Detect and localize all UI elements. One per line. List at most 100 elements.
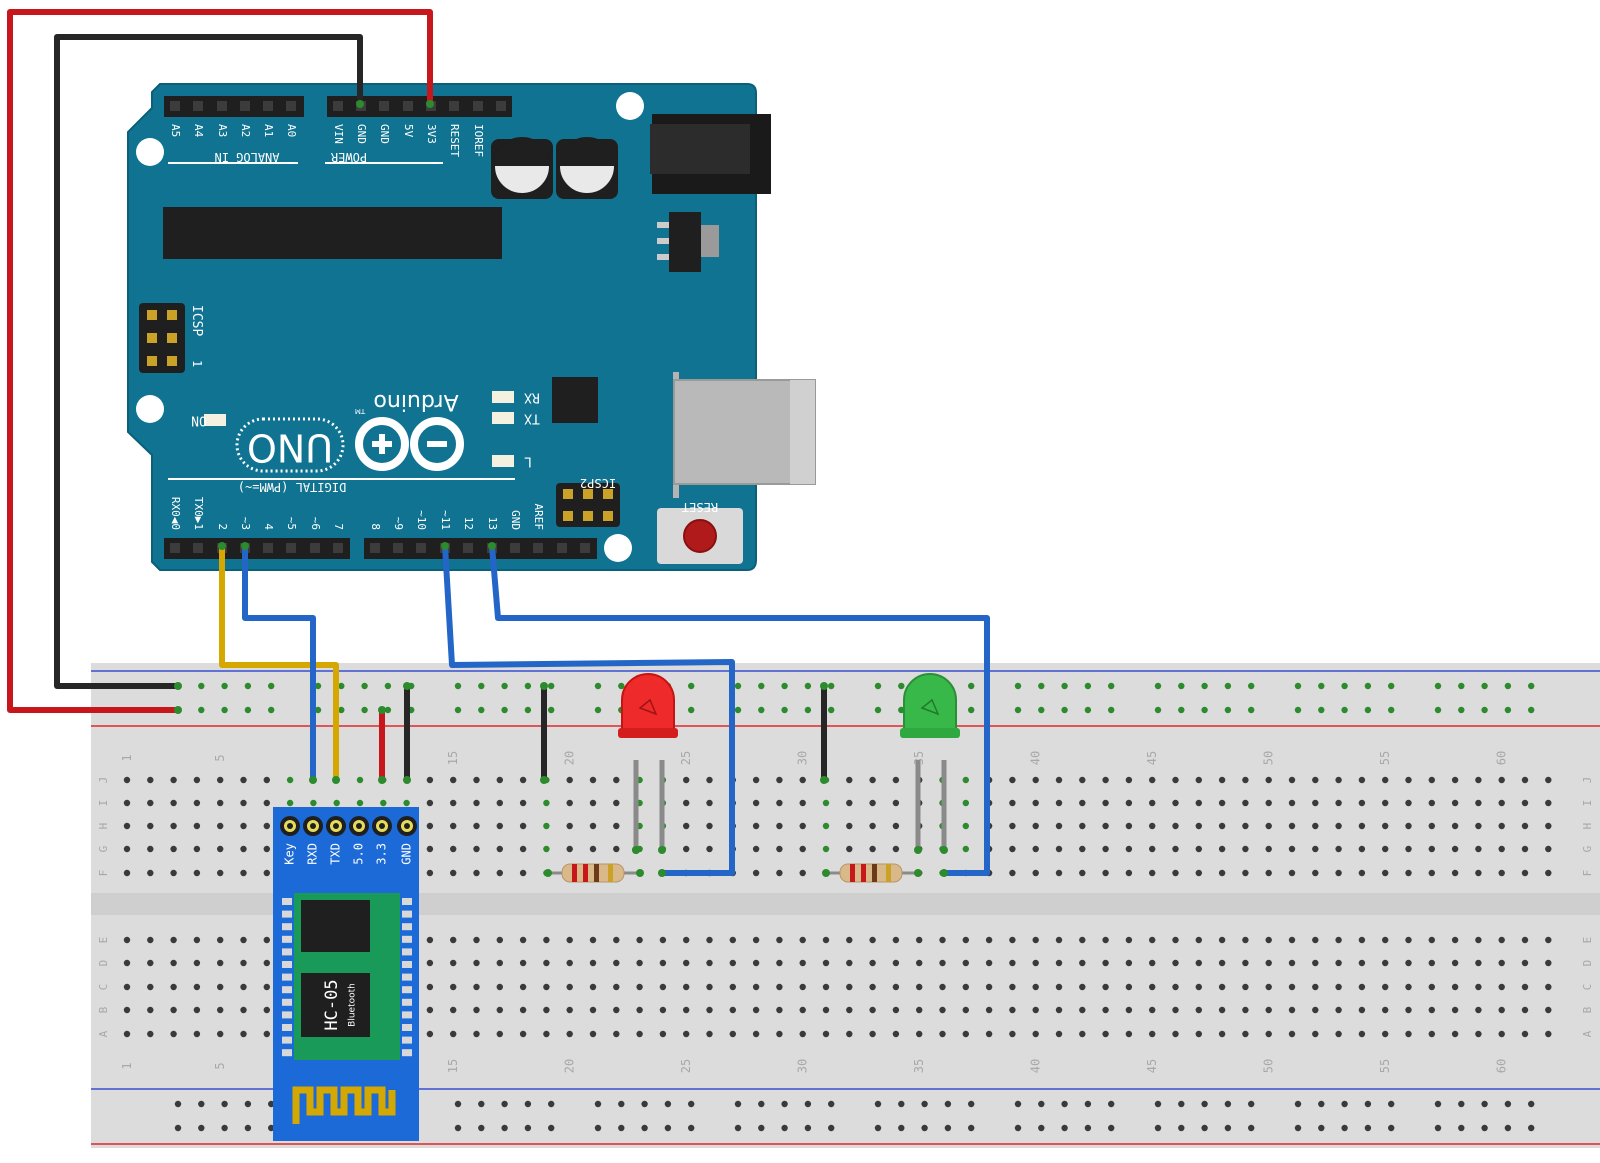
breadboard-hole <box>1172 776 1179 784</box>
breadboard-hole <box>1055 822 1063 830</box>
breadboard-hole <box>1102 936 1109 944</box>
regulator-tab <box>701 225 719 257</box>
breadboard-hole <box>1312 822 1319 830</box>
rail-hole <box>1108 1124 1115 1132</box>
wire-endpoint <box>426 100 434 108</box>
breadboard-hole <box>1382 822 1389 830</box>
breadboard-hole <box>263 959 270 967</box>
module-chip <box>301 900 370 952</box>
header-pin <box>310 543 320 553</box>
breadboard-hole <box>589 983 597 991</box>
breadboard-hole <box>566 822 573 830</box>
row-letter: I <box>1581 800 1594 807</box>
breadboard-hole <box>659 936 667 944</box>
wire-endpoint <box>820 682 828 690</box>
icsp-pin <box>167 333 177 343</box>
breadboard-hole <box>1265 799 1272 807</box>
row-letter: A <box>97 1030 110 1037</box>
breadboard-hole <box>869 983 876 991</box>
rail-hole <box>758 682 765 690</box>
row-letter: F <box>97 870 110 877</box>
rail-hole <box>1504 1124 1512 1132</box>
breadboard-hole <box>1265 936 1272 944</box>
rail-hole <box>898 1124 905 1132</box>
voltage-regulator <box>669 212 701 272</box>
breadboard-hole <box>636 959 643 967</box>
breadboard-hole <box>1312 983 1319 991</box>
breadboard-hole <box>217 1006 224 1014</box>
header-pin <box>403 101 413 111</box>
breadboard-hole <box>123 959 131 967</box>
breadboard-hole <box>846 776 853 784</box>
module-pad <box>402 1024 412 1031</box>
rail-hole <box>1178 682 1185 690</box>
breadboard-hole <box>1335 983 1342 991</box>
header-pin <box>496 101 506 111</box>
breadboard-hole <box>846 799 853 807</box>
breadboard-hole <box>1428 845 1436 853</box>
breadboard-hole <box>962 1030 969 1038</box>
rail-hole <box>874 682 882 690</box>
breadboard-hole <box>566 959 573 967</box>
breadboard-hole <box>1312 845 1319 853</box>
breadboard-hole <box>1079 776 1086 784</box>
breadboard-hole <box>962 776 969 784</box>
breadboard-hole <box>706 983 713 991</box>
analog-in-title: ANALOG IN <box>214 150 279 164</box>
rail-hole <box>1084 706 1092 714</box>
rail-hole <box>198 1100 205 1108</box>
breadboard-hole <box>473 869 480 877</box>
breadboard-hole <box>1288 869 1296 877</box>
rail-hole <box>198 1124 205 1132</box>
mounting-hole <box>136 138 164 166</box>
breadboard-hole <box>170 1006 177 1014</box>
breadboard-hole <box>752 1006 760 1014</box>
breadboard-hole <box>1149 869 1156 877</box>
module-pad <box>402 1011 412 1019</box>
rail-hole <box>1458 1100 1465 1108</box>
rail-hole <box>548 1124 555 1132</box>
rail-hole <box>944 1124 952 1132</box>
breadboard-hole <box>1218 822 1226 830</box>
wire-endpoint <box>914 869 922 877</box>
breadboard-hole <box>799 983 806 991</box>
breadboard-hole <box>846 959 853 967</box>
rail-hole <box>1084 1100 1092 1108</box>
breadboard-hole <box>1242 799 1249 807</box>
breadboard-hole <box>147 983 154 991</box>
breadboard-hole <box>1125 959 1133 967</box>
breadboard-hole <box>1428 959 1436 967</box>
breadboard-hole <box>1195 799 1203 807</box>
column-number: 45 <box>1145 1059 1159 1073</box>
reset-button[interactable] <box>683 519 717 553</box>
breadboard-hole <box>217 1030 224 1038</box>
breadboard-hole <box>147 822 154 830</box>
breadboard-hole <box>1358 959 1366 967</box>
icsp2-pin <box>603 511 613 521</box>
row-letter: I <box>97 800 110 807</box>
breadboard-hole <box>147 1006 154 1014</box>
green-led <box>900 673 960 850</box>
breadboard-hole <box>1032 869 1039 877</box>
breadboard-hole <box>217 776 224 784</box>
breadboard-hole <box>1451 845 1459 853</box>
breadboard-hole <box>123 983 131 991</box>
breadboard-hole <box>426 776 434 784</box>
rail-hole <box>1294 682 1302 690</box>
header-pin <box>286 543 296 553</box>
breadboard-hole <box>1032 1006 1039 1014</box>
breadboard-hole <box>1079 822 1086 830</box>
rail-hole <box>968 1100 975 1108</box>
breadboard-hole <box>1032 1030 1039 1038</box>
breadboard-hole <box>636 936 643 944</box>
wire-endpoint <box>940 846 948 854</box>
breadboard-hole <box>1545 1030 1552 1038</box>
breadboard-hole <box>519 845 527 853</box>
breadboard-hole <box>1055 1006 1063 1014</box>
icsp-header <box>139 303 185 373</box>
breadboard-hole <box>1009 845 1016 853</box>
column-number: 25 <box>679 1059 693 1073</box>
breadboard-hole <box>846 845 853 853</box>
column-number: 60 <box>1495 1059 1509 1073</box>
module-pin-hole <box>310 823 316 829</box>
